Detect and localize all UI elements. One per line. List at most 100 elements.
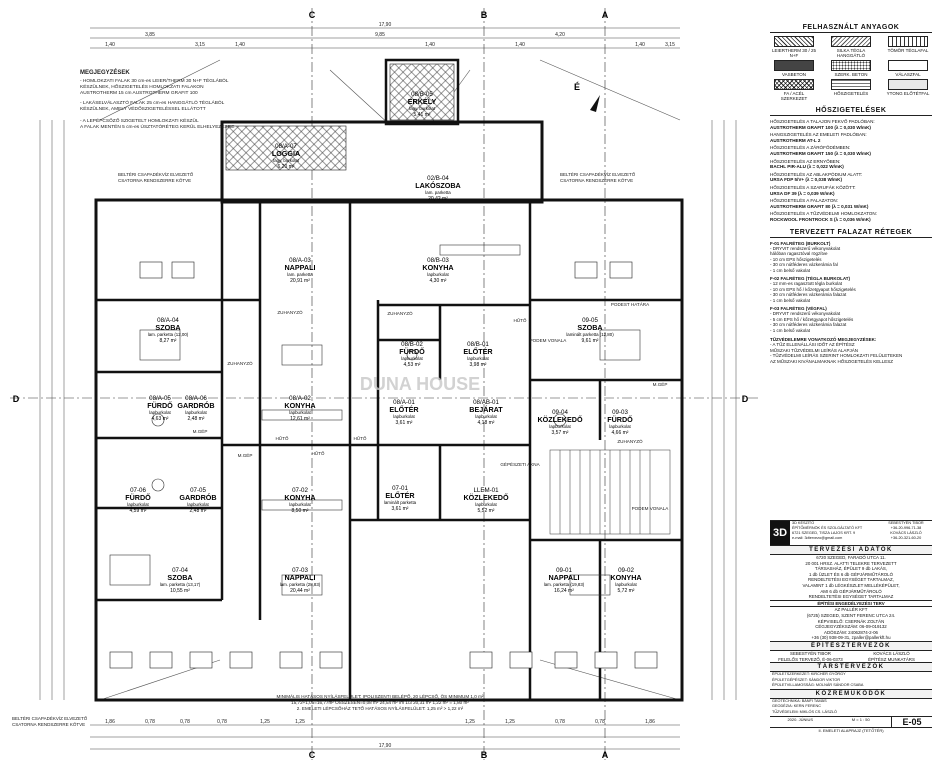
insulation-list: HŐSZIGETELÉS A TALAJON FEKVŐ PADLÓBAN:AU…: [770, 119, 932, 223]
area-note: 15,72+1,05=16,77m² ÓSSZESEN=0,08 m² 24,5…: [291, 699, 469, 705]
drawing-scale: M = 1 : 50: [851, 716, 870, 722]
material-swatch: VASBETON: [770, 60, 818, 77]
fixture-label: PODEM VONALA: [530, 338, 568, 343]
axis-label: D: [742, 394, 749, 404]
dimension-text: 17,90: [379, 743, 392, 749]
room-name: LAKÓSZOBA: [415, 181, 461, 190]
fixture-label: ZUHANYZÓ: [387, 310, 413, 316]
room-area: 3,98 m²: [470, 362, 487, 368]
dimension-text: 1,25: [505, 719, 515, 725]
room-area: 16,24 m²: [554, 588, 574, 594]
room-floor: lapburkolat: [289, 410, 311, 415]
building-walls: [94, 58, 684, 702]
room-floor: lapburkolat: [149, 410, 171, 415]
room-code: 07-01: [392, 485, 408, 492]
drain-label: CSATORNA RENDSZERRE KÖTVE: [560, 177, 633, 183]
room-floor: lam. parketta (28,83): [280, 582, 321, 587]
room-area: 10,55 m²: [170, 588, 190, 594]
material-swatch: TÖMÖR TÉGLAFAL: [884, 36, 932, 58]
room-name: FÜRDŐ: [607, 415, 633, 424]
axis-label: C: [309, 750, 316, 760]
fixture-label: ZUHANYZÓ: [277, 309, 303, 315]
room-area: 4,53 m²: [404, 362, 421, 368]
material-swatch: HŐSZIGETELÉS: [827, 79, 875, 101]
room-area: 4,66 m²: [612, 430, 629, 436]
room-area: 3,61 m²: [396, 420, 413, 426]
project-description: 6720 SZEGED, FARADÓ UTCA 11.20 001 HRSZ.…: [802, 555, 900, 600]
dimension-text: 0,78: [595, 719, 605, 725]
axis-markers: C B A C B A D D: [13, 10, 749, 760]
room-floor: lapburkolat: [289, 502, 311, 507]
room-code: 08/A-03: [289, 257, 311, 264]
room-name: BEJÁRAT: [469, 405, 503, 414]
section-heading: TÁRSTERVEZŐK: [770, 662, 932, 673]
room-floor: lapburkolat: [393, 414, 415, 419]
insulation-item: HŐSZIGETELÉS AZ ABLAKPÓDIUM ALATT:URSA F…: [770, 171, 863, 183]
dimension-text: 1,86: [645, 719, 655, 725]
staircase: [549, 449, 671, 535]
room-name: ERKÉLY: [408, 97, 437, 106]
room-area: 6,20 m²: [278, 164, 295, 170]
fixture-label: GÉPÉSZETI AKNA: [500, 461, 540, 467]
room-floor: laminált parketta (12,80): [566, 332, 614, 337]
dimension-text: 0,78: [555, 719, 565, 725]
room-floor: lapburkolat: [427, 272, 449, 277]
room-name: SZOBA: [577, 323, 602, 332]
dimension-lines-bottom: [90, 724, 680, 750]
insulation-item: HŐSZIGETELÉS AZ ERNYŐBEN:BACHL PIR-ALU (…: [770, 158, 844, 170]
room-code: 07-06: [130, 487, 146, 494]
dimension-text: 1,25: [295, 719, 305, 725]
room-code: 08/B-05: [411, 91, 433, 98]
notes-block: MEGJEGYZÉSEK - HOMLOKZATI FALAK 30 cm-es…: [80, 68, 234, 130]
wall-layer: F-02 FALRÉTEG (TÉGLA BURKOLAT)- 12 mm-es…: [770, 275, 856, 303]
room-floor: lapburkolat: [549, 424, 571, 429]
dimension-text: 0,78: [217, 719, 227, 725]
room-floor: lapburkolat: [467, 356, 489, 361]
room-code: 08/A-04: [157, 317, 179, 324]
room-area: 4,59 m²: [130, 508, 147, 514]
area-note: MINIMÁLIS HATÁSOS NYÍLÁSFELÜLET: IPOLISZ…: [277, 693, 484, 699]
north-arrow-icon: É: [574, 82, 600, 112]
balcony: [389, 63, 455, 121]
material-swatch: SZERK. BETON: [827, 60, 875, 77]
room-floor: lapburkolat: [609, 424, 631, 429]
room-code: 02/B-04: [427, 175, 449, 182]
fixture-label: HŰTŐ: [311, 450, 324, 456]
dimension-text: 3,15: [195, 42, 205, 48]
insulation-item: HŐSZIGETELÉS A TŰZVÉDELMI HOMLOKZATON:RO…: [770, 211, 877, 222]
room-name: KÖZLEKEDŐ: [537, 415, 583, 424]
material-swatch: LEIERTHERM 30 / 25 N+F: [770, 36, 818, 58]
fixture-label: M.GÉP: [653, 381, 668, 387]
room-floor: lam. parketta: [287, 272, 313, 277]
insulation-item: HŐSZIGETELÉS A ZÁRÓFÖDÉMBEN:AUSTROTHERM …: [770, 145, 871, 156]
room-name: ELŐTÉR: [389, 405, 419, 414]
client-info: AZ PALLÉR KFT(6725) SZEGED, SZENT FERENC…: [770, 606, 932, 641]
room-floor: lam. parketta (19,83): [544, 582, 585, 587]
plan-phase: ÉPÍTÉSI ENGEDÉLYEZÉSI TERV: [770, 599, 932, 607]
interior-walls: [96, 200, 682, 700]
windows: [109, 261, 658, 669]
materials-title: FELHASZNÁLT ANYAGOK: [770, 24, 932, 33]
room-name: ELŐTÉR: [463, 347, 493, 356]
room-name: KONYHA: [284, 401, 315, 410]
dimension-text: 1,40: [635, 42, 645, 48]
fire-note: TŰZVÉDELEMRE VONATKOZÓ MEGJEGYZÉSEK: - A…: [770, 337, 903, 364]
room-code: 08/A-06: [185, 395, 207, 402]
dimension-text: 17,90: [379, 22, 392, 28]
room-code: 08/A-01: [393, 399, 415, 406]
fixture-label: HŰTŐ: [275, 435, 288, 441]
office-logo: 3D: [770, 521, 790, 545]
